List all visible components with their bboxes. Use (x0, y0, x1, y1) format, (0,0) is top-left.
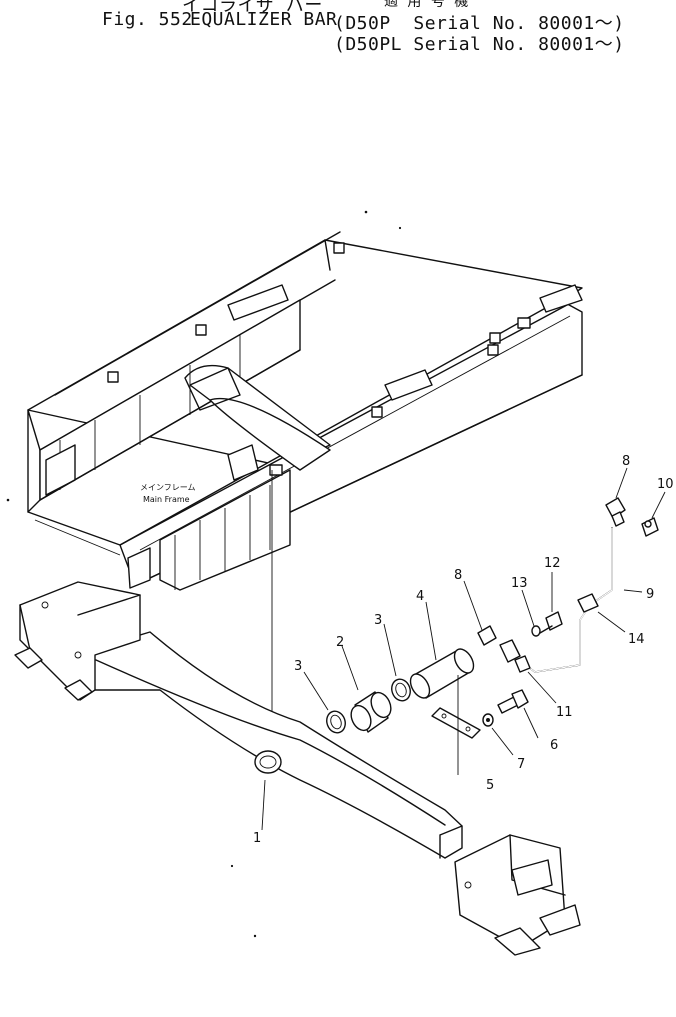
grease-nipple-part-10 (641, 517, 659, 537)
callout-numbers: 1 2 3 3 4 5 6 7 8 8 9 10 11 12 13 14 (253, 454, 674, 846)
main-frame-drawing: メインフレーム Main Frame (27, 231, 583, 591)
bushing-part-2 (350, 691, 392, 733)
washer-part-7 (482, 713, 494, 727)
callout-3-right: 3 (374, 613, 382, 628)
callout-14: 14 (628, 632, 645, 647)
scan-specks (6, 210, 402, 938)
japanese-applicability-label: 適 用 号 機 (384, 0, 469, 10)
equalizer-bar-part-1 (14, 581, 581, 956)
frame-label-en: Main Frame (143, 495, 190, 504)
callout-11: 11 (556, 705, 573, 720)
elbow-fitting-part-8b (477, 625, 497, 646)
serial-range-d50pl: (D50PL Serial No. 80001～) (334, 34, 625, 55)
callout-13: 13 (511, 576, 528, 591)
callout-6: 6 (550, 738, 558, 753)
callout-12: 12 (544, 556, 561, 571)
serial-range-d50p: (D50P Serial No. 80001～) (334, 13, 625, 34)
callout-1: 1 (253, 831, 261, 846)
leader-lines (261, 467, 666, 831)
japanese-title: イコライザ バー (182, 0, 323, 16)
elbow-fitting-part-8a (605, 497, 626, 527)
figure-number: Fig. 552 (102, 9, 193, 30)
figure-title: EQUALIZER BAR (190, 9, 338, 30)
callout-9: 9 (646, 587, 654, 602)
callout-8-lower: 8 (454, 568, 462, 583)
tube-clamp-part-14 (577, 593, 599, 613)
fitting-part-11 (499, 639, 531, 673)
callout-10: 10 (657, 477, 674, 492)
bolt-part-6 (497, 689, 529, 714)
frame-label-jp: メインフレーム (140, 483, 196, 492)
clamp-bolt-part-12 (539, 611, 563, 634)
callout-5: 5 (486, 778, 494, 793)
callout-7: 7 (517, 757, 525, 772)
seal-ring-part-3b (391, 678, 411, 702)
washer-part-13 (531, 625, 541, 637)
seal-ring-part-3a (326, 710, 346, 734)
callout-3-left: 3 (294, 659, 302, 674)
callout-8-upper: 8 (622, 454, 630, 469)
lock-plate-part-5 (431, 707, 481, 739)
callout-2: 2 (336, 635, 344, 650)
pin-part-4 (409, 648, 475, 699)
grease-tube-part-9 (504, 527, 613, 673)
callout-4: 4 (416, 589, 424, 604)
